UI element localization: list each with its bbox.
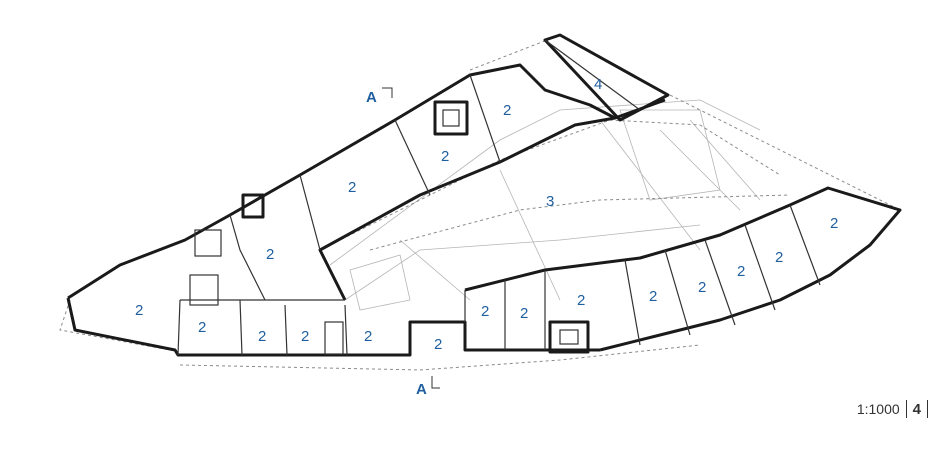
zone-label: 2 — [577, 292, 585, 309]
building-outline — [66, 33, 902, 357]
zone-label: 2 — [698, 279, 706, 296]
construction-lines — [329, 99, 761, 311]
zone-label-3: 3 — [546, 193, 554, 210]
divider — [905, 400, 907, 418]
sheet-number: 4 — [912, 400, 921, 418]
zone-label: 2 — [348, 179, 356, 196]
zone-label-4: 4 — [594, 76, 602, 93]
stair-cores — [189, 100, 590, 355]
section-marks: A A — [366, 87, 440, 398]
zone-label: 2 — [481, 303, 489, 320]
section-mark-a-top: A — [366, 89, 377, 106]
zone-label: 2 — [649, 288, 657, 305]
zone-label: 2 — [258, 328, 266, 345]
zone-labels: 2 2 2 2 2 2 2 2 2 2 2 2 2 2 2 2 2 2 2 2 … — [135, 76, 838, 353]
interior-walls — [177, 39, 821, 356]
zone-label: 2 — [737, 263, 745, 280]
zone-label: 2 — [434, 336, 442, 353]
zone-label: 2 — [301, 328, 309, 345]
divider — [927, 400, 928, 418]
zone-label: 2 — [364, 328, 372, 345]
zone-label: 2 — [441, 148, 449, 165]
zone-label: 2 — [520, 305, 528, 322]
zone-label: 2 — [830, 215, 838, 232]
zone-label: 2 — [266, 246, 274, 263]
zone-label: 2 — [503, 102, 511, 119]
dashed-outlines — [59, 34, 901, 371]
section-mark-a-bottom: A — [416, 381, 427, 398]
zone-label: 2 — [198, 319, 206, 336]
scale-indicator: 1:1000 4 — [857, 400, 928, 418]
zone-label: 2 — [135, 302, 143, 319]
scale-ratio: 1:1000 — [856, 401, 900, 417]
zone-label: 2 — [775, 249, 783, 266]
